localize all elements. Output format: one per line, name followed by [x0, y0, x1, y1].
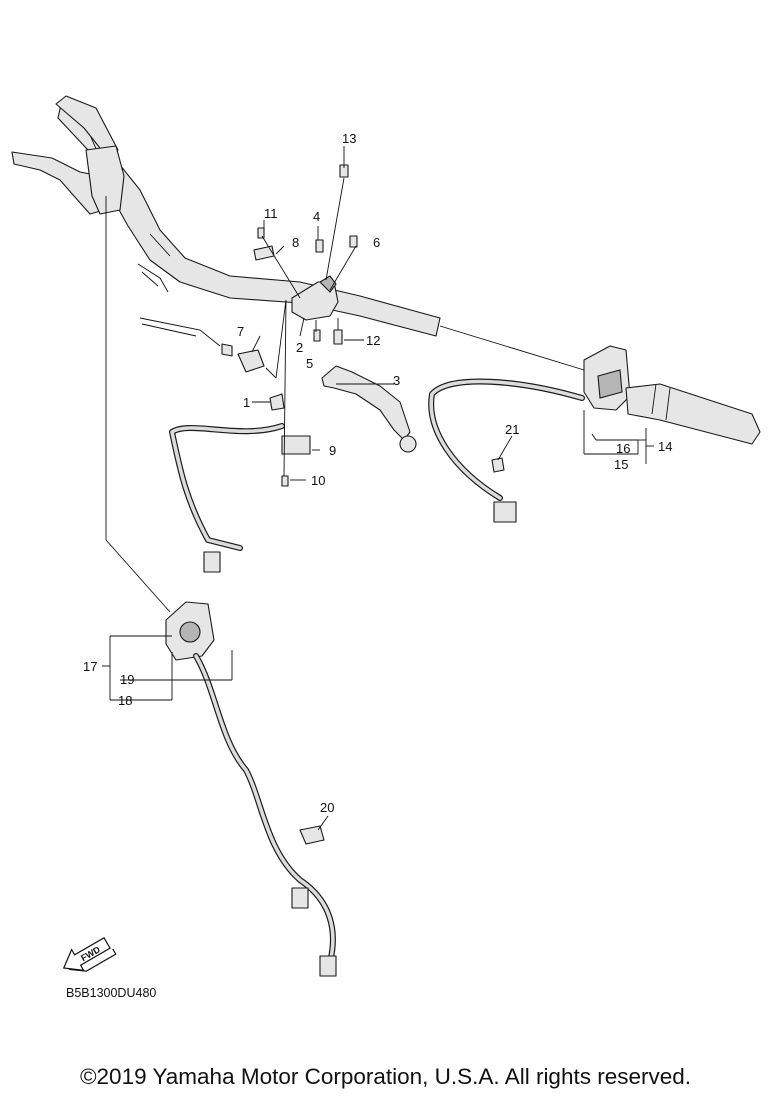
- callout-14: 14: [658, 439, 672, 454]
- clutch-switch-7: [237, 349, 265, 373]
- callout-10: 10: [311, 473, 325, 488]
- connector-a: [291, 887, 309, 909]
- handlebar: [11, 95, 441, 337]
- screw-10: [281, 475, 289, 487]
- callout-18: 18: [118, 693, 132, 708]
- callout-16: 16: [616, 441, 630, 456]
- callout-20: 20: [320, 800, 334, 815]
- callout-7: 7: [237, 324, 244, 339]
- clamp-21: [491, 457, 505, 473]
- callout-labels: 1 2 3 4 5 6 7 8 9 10 11 12 13 14 15 16 1…: [83, 131, 672, 815]
- leader-lines: [102, 146, 654, 831]
- screw-11: [257, 227, 265, 239]
- callout-11: 11: [264, 206, 278, 221]
- switch-9: [281, 435, 311, 455]
- fwd-arrow: FWD: [62, 936, 117, 972]
- collar-12: [333, 329, 343, 345]
- cable-fitting: [221, 343, 233, 357]
- right-handlebar-switch: [583, 345, 761, 445]
- callout-13: 13: [342, 131, 356, 146]
- callout-1: 1: [243, 395, 250, 410]
- callout-17: 17: [83, 659, 97, 674]
- left-handlebar-switch: [165, 601, 215, 661]
- small-parts: [237, 164, 505, 845]
- connector-left: [203, 551, 221, 573]
- pin-8: [253, 245, 275, 261]
- screw-6: [349, 235, 358, 248]
- bracket-1: [269, 393, 285, 411]
- callout-6: 6: [373, 235, 380, 250]
- diagram-code: B5B1300DU480: [66, 986, 156, 1000]
- lever: [321, 365, 417, 453]
- callout-3: 3: [393, 373, 400, 388]
- lever-holder: [291, 275, 339, 321]
- callout-4: 4: [313, 209, 320, 224]
- callout-12: 12: [366, 333, 380, 348]
- callout-21: 21: [505, 422, 519, 437]
- screw-5: [313, 329, 321, 342]
- callout-9: 9: [329, 443, 336, 458]
- connector-right: [493, 501, 517, 523]
- callout-2: 2: [296, 340, 303, 355]
- connector-b: [319, 955, 337, 977]
- clamp-20: [299, 825, 325, 845]
- callout-8: 8: [292, 235, 299, 250]
- cable-end: [139, 317, 221, 347]
- screw-4: [315, 239, 324, 253]
- callout-19: 19: [120, 672, 134, 687]
- copyright-notice: ©2019 Yamaha Motor Corporation, U.S.A. A…: [79, 1064, 692, 1089]
- callout-5: 5: [306, 356, 313, 371]
- callout-15: 15: [614, 457, 628, 472]
